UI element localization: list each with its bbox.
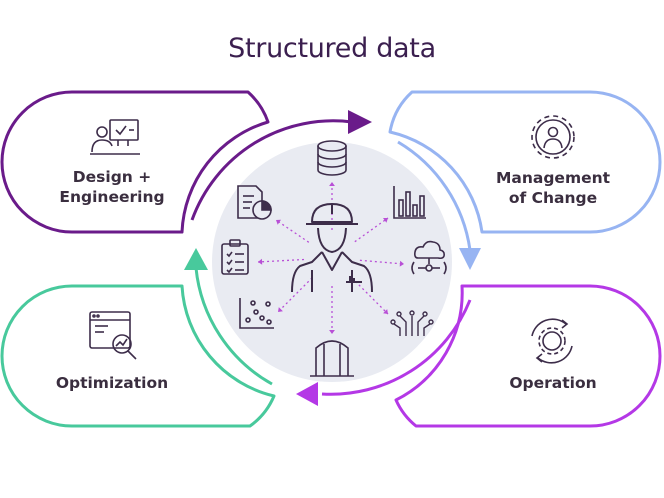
connector-line-2 xyxy=(359,259,405,265)
label-moc-line2: of Change xyxy=(509,189,597,207)
section-design-engineering: Design + Engineering xyxy=(0,90,372,234)
optimization-shape xyxy=(0,284,276,428)
diagram-title: Structured data xyxy=(228,33,436,64)
design-cycle-arrow xyxy=(190,119,353,221)
connector-arrowhead-6 xyxy=(258,258,263,265)
section-operation: Operation xyxy=(296,284,662,428)
label-optimization: Optimization xyxy=(56,374,168,392)
connector-line-5 xyxy=(277,277,313,313)
circuit-icon xyxy=(390,310,434,336)
storage-tank-icon xyxy=(310,340,354,377)
design-engineering-shape xyxy=(0,90,270,234)
operation-cycle-arrow xyxy=(321,299,472,396)
moc-cycle-arrow xyxy=(397,140,472,251)
management-of-change-shape xyxy=(388,90,662,234)
connector-arrowhead-3 xyxy=(383,309,388,314)
gear-person-icon xyxy=(531,115,575,159)
connector-line-7 xyxy=(275,219,310,243)
label-design-line2: Engineering xyxy=(59,188,164,206)
arrowhead-design xyxy=(348,110,372,134)
section-management-of-change: Management of Change xyxy=(388,90,662,270)
label-design-line1: Design + xyxy=(73,168,151,186)
bar-chart-icon xyxy=(393,186,426,219)
optimization-cycle-arrow xyxy=(194,267,273,386)
arrowhead-optimization xyxy=(184,248,208,270)
connector-arrowhead-2 xyxy=(399,260,404,267)
section-optimization: Optimization xyxy=(0,248,276,428)
scatter-plot-icon xyxy=(239,298,274,329)
engineer-at-computer-icon xyxy=(90,119,140,155)
cycle-gear-icon xyxy=(531,318,573,364)
label-moc-line1: Management xyxy=(496,169,611,187)
center-circle xyxy=(212,142,452,382)
analytics-magnifier-icon xyxy=(89,311,137,360)
connector-line-3 xyxy=(351,277,389,315)
connector-line-1 xyxy=(354,217,389,243)
checklist-icon xyxy=(221,239,249,275)
operation-shape xyxy=(394,284,662,428)
document-chart-icon xyxy=(237,185,272,220)
cloud-sensor-icon xyxy=(411,240,447,275)
center-connectors xyxy=(257,182,405,334)
connector-arrowhead-1 xyxy=(383,218,388,223)
arrowhead-operation xyxy=(296,382,318,406)
database-icon xyxy=(317,140,347,176)
connector-arrowhead-0 xyxy=(329,182,335,186)
engineer-hardhat-icon xyxy=(291,203,373,293)
connector-arrowhead-7 xyxy=(276,219,281,225)
arrowhead-moc xyxy=(459,248,481,270)
connector-arrowhead-5 xyxy=(278,307,283,312)
connector-arrowhead-4 xyxy=(329,330,335,334)
label-operation: Operation xyxy=(509,374,596,392)
